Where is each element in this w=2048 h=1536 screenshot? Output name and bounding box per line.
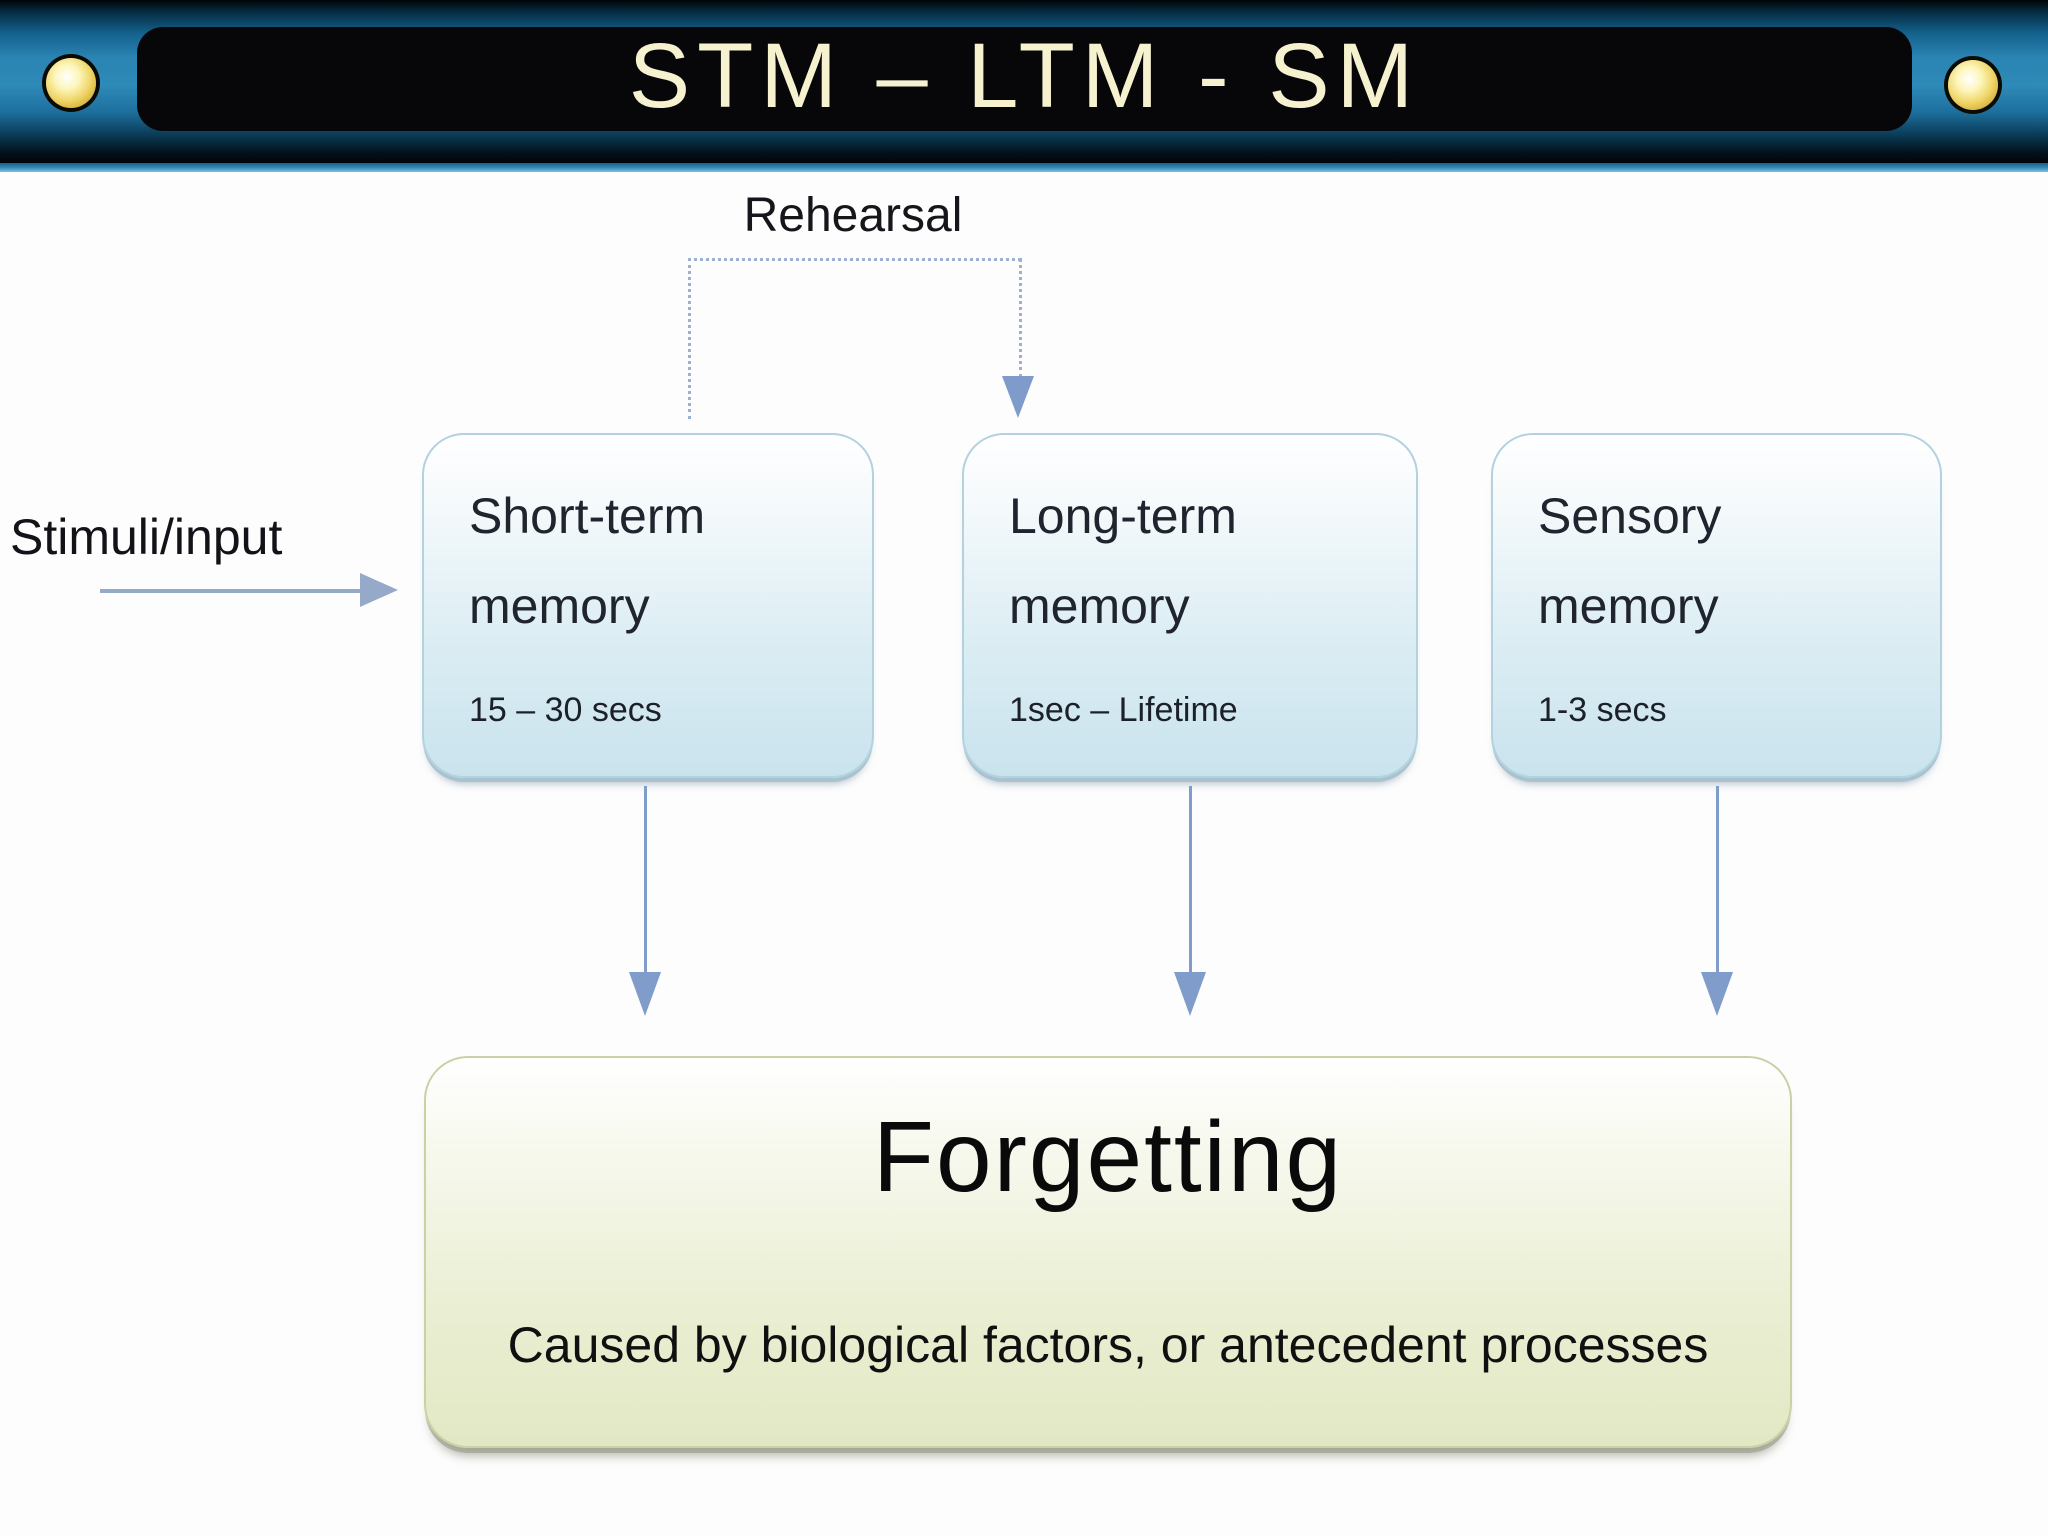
box-duration: 1-3 secs bbox=[1538, 691, 1667, 729]
gold-sphere-icon bbox=[46, 58, 96, 108]
box-duration: 15 – 30 secs bbox=[469, 691, 662, 729]
box-title: Short-term memory bbox=[469, 488, 706, 634]
short-term-memory-box: Short-term memory 15 – 30 secs bbox=[422, 433, 874, 778]
rehearsal-loop-line bbox=[688, 258, 1021, 419]
sensory-memory-box: Sensory memory 1-3 secs bbox=[1491, 433, 1942, 778]
forgetting-subtitle: Caused by biological factors, or anteced… bbox=[507, 1317, 1709, 1373]
flow-arrow-line bbox=[1716, 786, 1719, 976]
header-divider-line bbox=[0, 163, 2048, 172]
box-duration: 1sec – Lifetime bbox=[1009, 691, 1238, 729]
box-title: Long-term memory bbox=[1009, 488, 1237, 634]
title-plate: STM – LTM - SM bbox=[137, 27, 1912, 131]
arrow-down-icon bbox=[1701, 972, 1733, 1016]
page-title: STM – LTM - SM bbox=[628, 25, 1421, 127]
arrow-down-icon bbox=[629, 972, 661, 1016]
arrow-down-icon bbox=[1002, 376, 1034, 418]
rehearsal-loop-line bbox=[1016, 258, 1022, 378]
forgetting-box: Forgetting Caused by biological factors,… bbox=[424, 1056, 1792, 1448]
stimuli-input-label: Stimuli/input bbox=[10, 509, 283, 565]
flow-arrow-line bbox=[1189, 786, 1192, 976]
long-term-memory-box: Long-term memory 1sec – Lifetime bbox=[962, 433, 1418, 778]
gold-sphere-icon bbox=[1948, 60, 1998, 110]
stimuli-arrow-line bbox=[100, 589, 362, 593]
forgetting-title: Forgetting bbox=[872, 1101, 1344, 1213]
rehearsal-label: Rehearsal bbox=[743, 189, 963, 242]
arrow-right-icon bbox=[360, 573, 398, 607]
box-title: Sensory memory bbox=[1538, 488, 1722, 634]
flow-arrow-line bbox=[644, 786, 647, 976]
arrow-down-icon bbox=[1174, 972, 1206, 1016]
